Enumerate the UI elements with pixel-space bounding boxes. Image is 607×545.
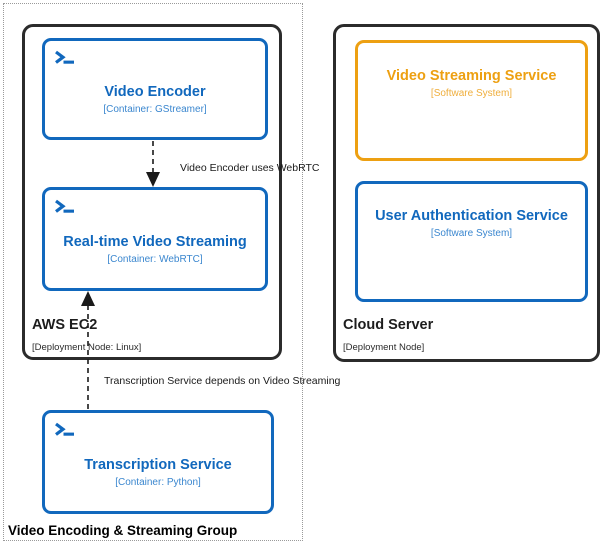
terminal-icon	[55, 199, 74, 213]
element-user-authentication-service-text: User Authentication Service [Software Sy…	[358, 208, 585, 240]
element-transcription-service-text: Transcription Service [Container: Python…	[45, 457, 271, 489]
element-video-encoder-text: Video Encoder [Container: GStreamer]	[45, 84, 265, 116]
terminal-icon	[55, 50, 74, 64]
element-real-time-video-streaming-tech: [Container: WebRTC]	[107, 253, 203, 265]
deployment-node-aws-ec2-title: AWS EC2	[32, 317, 98, 333]
element-transcription-service-name: Transcription Service	[84, 457, 232, 473]
element-video-streaming-service-name: Video Streaming Service	[386, 68, 557, 84]
relationship-label-transcription-depends-on-video-streaming: Transcription Service depends on Video S…	[104, 375, 341, 387]
deployment-node-cloud-server-subtitle: [Deployment Node]	[343, 342, 425, 353]
group-boundary-video-encoding-streaming[interactable]	[3, 3, 303, 541]
element-video-encoder-tech: [Container: GStreamer]	[103, 103, 207, 115]
terminal-icon	[55, 422, 74, 436]
element-user-authentication-service-tech: [Software System]	[430, 227, 513, 239]
element-real-time-video-streaming[interactable]: Real-time Video Streaming [Container: We…	[42, 187, 268, 291]
element-video-encoder[interactable]: Video Encoder [Container: GStreamer]	[42, 38, 268, 140]
element-real-time-video-streaming-text: Real-time Video Streaming [Container: We…	[45, 234, 265, 266]
element-video-streaming-service-text: Video Streaming Service [Software System…	[358, 68, 585, 100]
element-video-streaming-service[interactable]: Video Streaming Service [Software System…	[355, 40, 588, 161]
group-label: Video Encoding & Streaming Group	[8, 523, 238, 538]
element-real-time-video-streaming-name: Real-time Video Streaming	[63, 234, 247, 250]
element-user-authentication-service-name: User Authentication Service	[375, 208, 568, 224]
element-video-streaming-service-tech: [Software System]	[430, 87, 513, 99]
relationship-label-video-encoder-uses-webrtc: Video Encoder uses WebRTC	[180, 162, 320, 174]
element-transcription-service-tech: [Container: Python]	[115, 476, 201, 488]
element-transcription-service[interactable]: Transcription Service [Container: Python…	[42, 410, 274, 514]
deployment-node-cloud-server-title: Cloud Server	[343, 317, 434, 333]
element-video-encoder-name: Video Encoder	[104, 84, 206, 100]
element-user-authentication-service[interactable]: User Authentication Service [Software Sy…	[355, 181, 588, 302]
deployment-node-aws-ec2-subtitle: [Deployment Node: Linux]	[32, 342, 142, 353]
